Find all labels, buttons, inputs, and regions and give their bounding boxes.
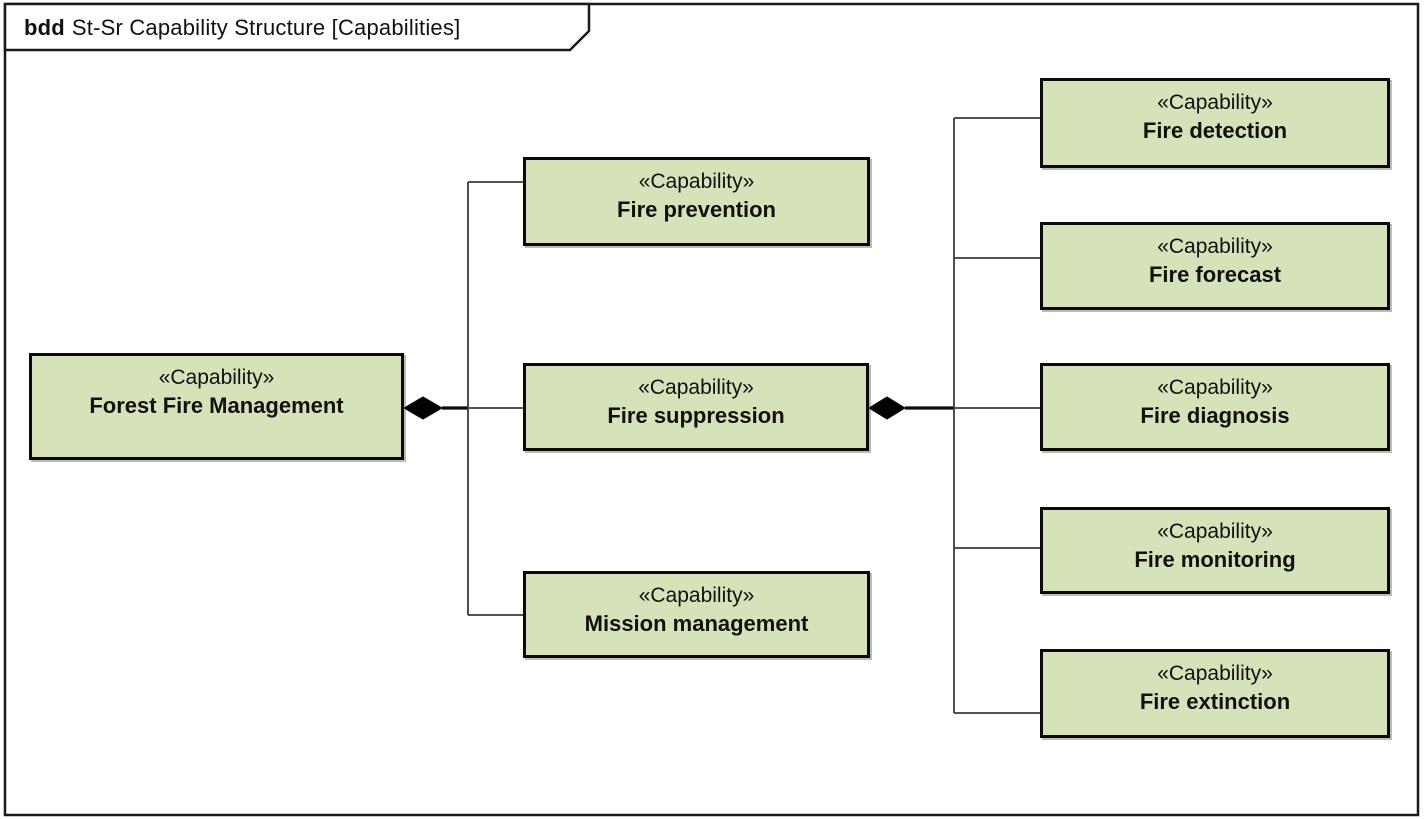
- stereotype-label: «Capability»: [1157, 91, 1273, 114]
- block-name-label: Fire detection: [1142, 118, 1288, 143]
- block-fire-prevention[interactable]: «Capability» Fire prevention: [523, 157, 870, 246]
- block-fire-suppression[interactable]: «Capability» Fire suppression: [523, 363, 869, 451]
- block-fire-diagnosis[interactable]: «Capability» Fire diagnosis: [1040, 363, 1390, 451]
- block-name-label: Fire forecast: [1148, 262, 1282, 287]
- stereotype-label: «Capability»: [1157, 235, 1273, 258]
- diagram-title-label: St-Sr Capability Structure [Capabilities…: [71, 15, 461, 40]
- frame-tab: [3, 2, 591, 52]
- block-name-label: Forest Fire Management: [89, 393, 344, 418]
- composition-edge-suppression[interactable]: [868, 117, 1040, 714]
- diagram-kind-label: bdd: [24, 15, 65, 40]
- composition-diamond-icon: [868, 396, 906, 420]
- block-name-label: Mission management: [584, 611, 809, 636]
- stereotype-label: «Capability»: [158, 366, 275, 389]
- stereotype-label: «Capability»: [1157, 376, 1273, 399]
- stereotype-label: «Capability»: [638, 170, 755, 193]
- block-fire-monitoring[interactable]: «Capability» Fire monitoring: [1040, 507, 1390, 594]
- composition-diamond-icon: [403, 396, 443, 420]
- block-fire-detection[interactable]: «Capability» Fire detection: [1040, 78, 1390, 168]
- block-name-label: Fire prevention: [617, 197, 776, 222]
- block-fire-extinction[interactable]: «Capability» Fire extinction: [1040, 649, 1390, 738]
- block-name-label: Fire diagnosis: [1140, 403, 1290, 428]
- block-fire-forecast[interactable]: «Capability» Fire forecast: [1040, 222, 1390, 310]
- composition-edge-root[interactable]: [403, 181, 523, 616]
- block-mission-management[interactable]: «Capability» Mission management: [523, 571, 870, 658]
- block-forest-fire-management[interactable]: «Capability» Forest Fire Management: [29, 353, 404, 460]
- block-name-label: Fire monitoring: [1134, 547, 1296, 572]
- stereotype-label: «Capability»: [638, 584, 755, 607]
- frame-title: bdd St-Sr Capability Structure [Capabili…: [24, 11, 460, 45]
- stereotype-label: «Capability»: [638, 376, 754, 399]
- block-name-label: Fire extinction: [1139, 689, 1291, 714]
- block-name-label: Fire suppression: [607, 403, 785, 428]
- stereotype-label: «Capability»: [1157, 520, 1273, 543]
- stereotype-label: «Capability»: [1157, 662, 1273, 685]
